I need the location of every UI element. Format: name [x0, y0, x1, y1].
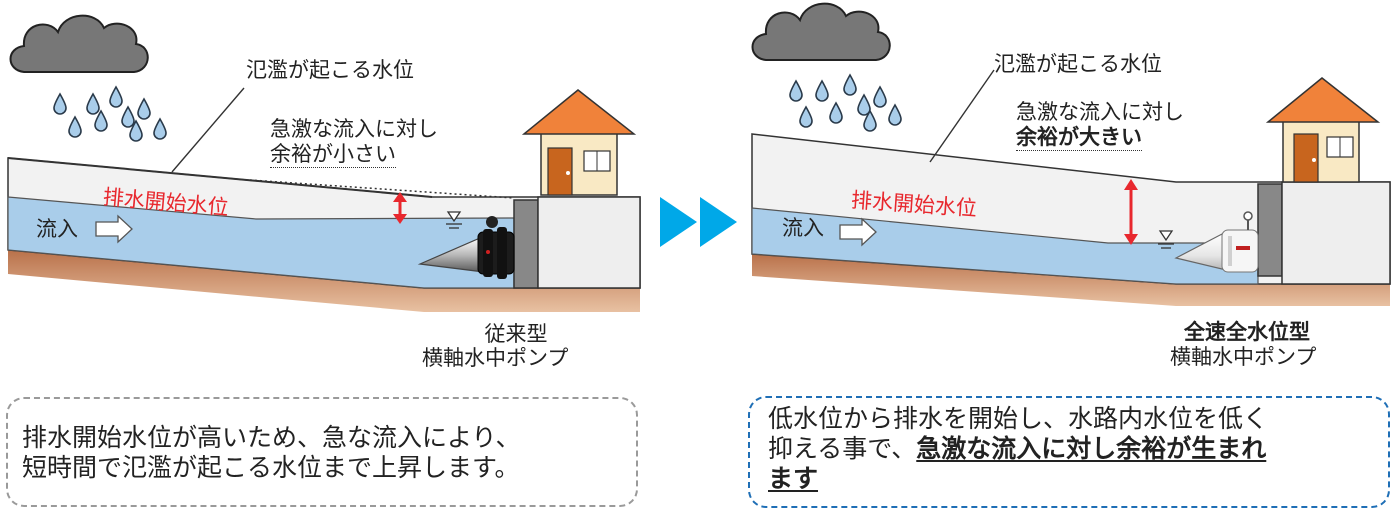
margin-label-line1: 急激な流入に対し — [1016, 100, 1184, 124]
rain-cloud-icon — [751, 2, 902, 132]
note-box-conventional: 排水開始水位が高いため、急な流入により、 短時間で氾濫が起こる水位まで上昇します… — [6, 397, 638, 507]
pump-type-label: 全速全水位型 — [1184, 320, 1310, 344]
margin-label-line2: 余裕が大きい — [1016, 125, 1142, 151]
pump-icon — [417, 216, 515, 279]
inflow-arrow-icon — [839, 217, 877, 247]
pump-name-label: 横軸水中ポンプ — [1170, 345, 1317, 369]
pump-icon — [1174, 211, 1259, 273]
note-line: 低水位から排水を開始し、水路内水位を低く — [768, 404, 1269, 433]
note-line: 抑える事で、急激な流入に対し余裕が生まれ — [768, 434, 1388, 464]
pump-type-label: 従来型 — [484, 322, 548, 346]
rain-cloud-icon — [9, 14, 167, 142]
water-level-mark-icon — [1158, 230, 1174, 249]
flood-level-label: 氾濫が起こる水位 — [246, 58, 414, 82]
pump-wall — [1257, 183, 1283, 277]
inflow-arrow-icon — [95, 214, 133, 244]
double-arrow-icon — [660, 197, 737, 247]
note-box-full-speed: 低水位から排水を開始し、水路内水位を低く 抑える事で、急激な流入に対し余裕が生ま… — [748, 396, 1390, 508]
note-text-emphasis: ます — [768, 464, 819, 493]
left-scene — [7, 14, 641, 312]
ground — [8, 250, 640, 312]
note-text-emphasis: 急激な流入に対し余裕が生まれ — [916, 434, 1267, 463]
note-line: 排水開始水位が高いため、急な流入により、 — [22, 423, 521, 452]
water — [751, 207, 1259, 285]
note-line: ます — [768, 464, 1388, 494]
inflow-label: 流入 — [782, 216, 824, 240]
margin-label-line1: 急激な流入に対し — [270, 117, 438, 141]
pump-wall — [513, 199, 539, 289]
margin-arrow — [393, 192, 407, 224]
note-text-plain: 抑える事で、 — [768, 434, 917, 463]
water-level-mark-icon — [446, 211, 462, 229]
margin-label-text: 余裕が小さい — [270, 142, 396, 168]
margin-arrow — [1124, 179, 1138, 245]
pump-name-label: 横軸水中ポンプ — [422, 346, 569, 370]
margin-label-line2: 余裕が小さい — [270, 142, 396, 168]
house-icon — [1265, 77, 1381, 183]
note-line: 短時間で氾濫が起こる水位まで上昇します。 — [22, 453, 520, 482]
house-icon — [521, 89, 637, 196]
inflow-label: 流入 — [36, 217, 78, 241]
margin-label-text: 余裕が大きい — [1016, 125, 1142, 151]
right-scene — [751, 2, 1391, 306]
flood-level-label: 氾濫が起こる水位 — [994, 52, 1162, 76]
ground — [752, 254, 1390, 306]
